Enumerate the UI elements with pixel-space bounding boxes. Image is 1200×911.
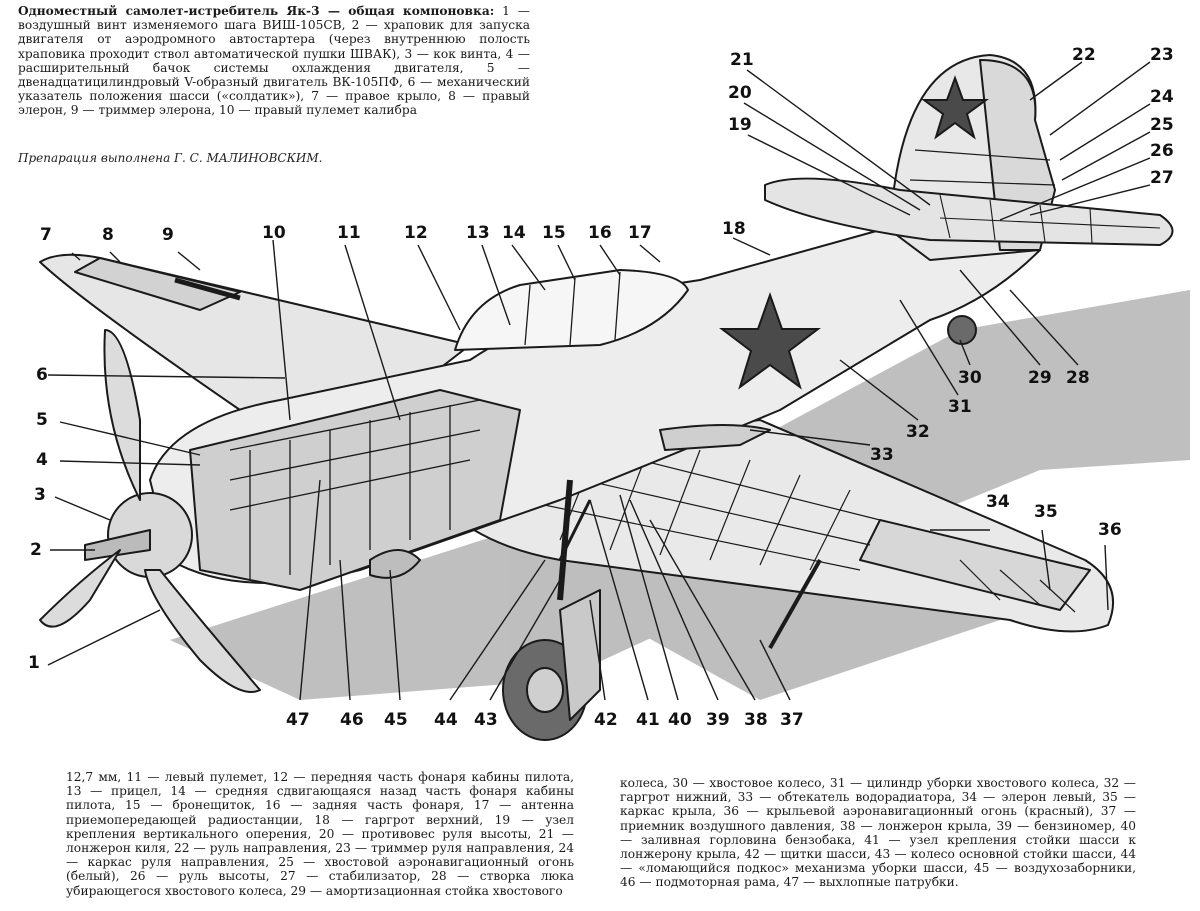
canopy (454, 269, 689, 351)
callout-26: 26 (1150, 141, 1174, 161)
legend-right-column: колеса, 30 — хвостовое колесо, 31 — цили… (620, 776, 1136, 890)
callout-9: 9 (162, 225, 174, 245)
intro-title: Одноместный самолет-истребитель Як-3 — о… (18, 4, 495, 18)
callout-16: 16 (588, 223, 612, 243)
main-gear-strut (557, 479, 573, 601)
intro-body: 1 — воздушный винт изменяемого шага ВИШ-… (18, 4, 530, 118)
callout-6: 6 (36, 365, 48, 385)
callout-3: 3 (34, 485, 46, 505)
stabilizer (764, 177, 1174, 246)
callout-12: 12 (404, 223, 428, 243)
callout-29: 29 (1028, 368, 1052, 388)
callout-leader-lines (47, 61, 1151, 701)
engine-cylinders (229, 399, 481, 580)
starter-ratchet (84, 529, 151, 561)
tail-star-emblem (920, 75, 990, 140)
callout-15: 15 (542, 223, 566, 243)
propeller-blade-top (103, 329, 141, 501)
callout-31: 31 (948, 397, 972, 417)
aircraft-cutaway-diagram: 1 2 3 4 5 6 7 8 9 10 11 12 13 14 15 16 1… (28, 45, 1190, 741)
callout-36: 36 (1098, 520, 1122, 540)
callout-27: 27 (1150, 168, 1174, 188)
left-aileron (859, 519, 1091, 611)
callout-7: 7 (40, 225, 52, 245)
callout-24: 24 (1150, 87, 1174, 107)
callout-28: 28 (1066, 368, 1090, 388)
callout-34: 34 (986, 492, 1010, 512)
callout-10: 10 (262, 223, 286, 243)
callout-45: 45 (384, 710, 408, 730)
callout-23: 23 (1150, 45, 1174, 65)
callout-35: 35 (1034, 502, 1058, 522)
callout-18: 18 (722, 219, 746, 239)
air-intake (369, 549, 421, 579)
callout-1: 1 (28, 653, 40, 673)
callout-30: 30 (958, 368, 982, 388)
callout-20: 20 (728, 83, 752, 103)
pitot-tube (768, 559, 822, 649)
right-aileron (74, 257, 241, 311)
callout-43: 43 (474, 710, 498, 730)
callout-4: 4 (36, 450, 48, 470)
propeller-blade-bottom (144, 569, 261, 693)
engine-bay (189, 389, 521, 591)
callout-41: 41 (636, 710, 660, 730)
aileron-trim (174, 277, 241, 301)
callout-42: 42 (594, 710, 618, 730)
callout-17: 17 (628, 223, 652, 243)
callout-14: 14 (502, 223, 526, 243)
callout-8: 8 (102, 225, 114, 245)
callout-19: 19 (728, 115, 752, 135)
callout-33: 33 (870, 445, 894, 465)
callout-22: 22 (1072, 45, 1096, 65)
radiator-fairing (659, 424, 771, 451)
tail-wheel (947, 315, 977, 345)
callout-25: 25 (1150, 115, 1174, 135)
propeller-blade-left (39, 549, 121, 628)
callout-39: 39 (706, 710, 730, 730)
callout-40: 40 (668, 710, 692, 730)
gear-fairing (559, 589, 601, 721)
stabilizer-ribs (939, 194, 1161, 244)
fuselage-star-emblem (719, 291, 821, 390)
callout-21: 21 (730, 50, 754, 70)
callout-5: 5 (36, 410, 48, 430)
callout-37: 37 (780, 710, 804, 730)
callout-13: 13 (466, 223, 490, 243)
callout-44: 44 (434, 710, 458, 730)
callout-2: 2 (30, 540, 42, 560)
preparation-credit: Препарация выполнена Г. С. МАЛИНОВСКИМ. (18, 151, 323, 165)
callout-11: 11 (337, 223, 361, 243)
callout-46: 46 (340, 710, 364, 730)
callout-38: 38 (744, 710, 768, 730)
callout-numbers: 1 2 3 4 5 6 7 8 9 10 11 12 13 14 15 16 1… (28, 45, 1174, 730)
callout-32: 32 (906, 422, 930, 442)
callout-47: 47 (286, 710, 310, 730)
legend-left-column: 12,7 мм, 11 — левый пулемет, 12 — передн… (66, 770, 574, 898)
intro-paragraph: Одноместный самолет-истребитель Як-3 — о… (18, 4, 530, 118)
